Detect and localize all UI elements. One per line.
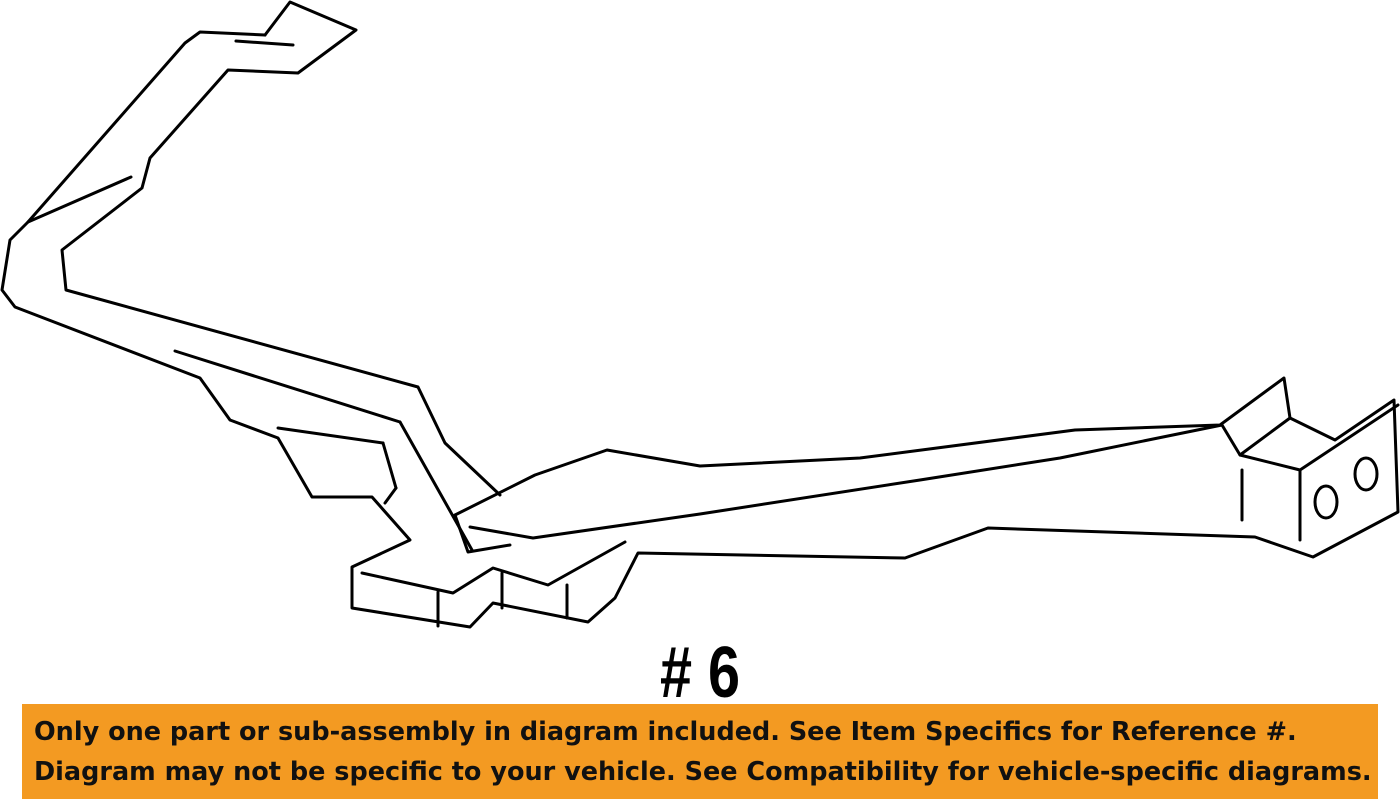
bracket-outline xyxy=(0,0,1400,629)
mounting-hole-left xyxy=(1313,484,1339,520)
mounting-hole-right xyxy=(1353,456,1379,492)
disclaimer-line-2: Diagram may not be specific to your vehi… xyxy=(34,757,1372,787)
disclaimer-banner: Only one part or sub-assembly in diagram… xyxy=(22,704,1378,799)
reference-number: # 6 xyxy=(659,633,741,713)
disclaimer-line-1: Only one part or sub-assembly in diagram… xyxy=(34,717,1297,747)
part-diagram xyxy=(0,0,1400,629)
